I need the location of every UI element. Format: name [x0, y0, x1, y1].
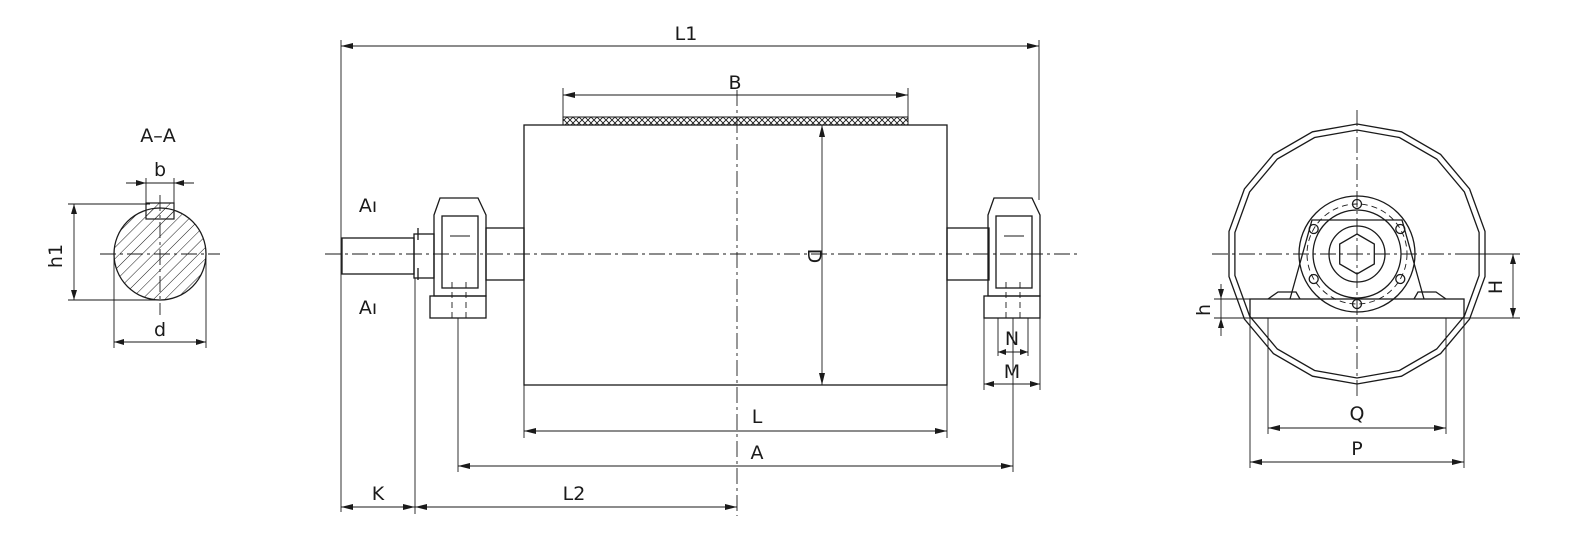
dim-L2-label: L2	[563, 483, 586, 505]
bolt-hole	[1395, 273, 1406, 285]
section-mark-bottom: Aı	[359, 297, 377, 319]
end-view: H h Q P	[1193, 110, 1520, 468]
bolt-hole	[1351, 298, 1363, 310]
dim-L-label: L	[752, 406, 763, 428]
lagging	[562, 116, 909, 126]
dim-P-label: P	[1351, 438, 1362, 460]
section-title: A–A	[140, 125, 176, 147]
dim-h-label: h	[1193, 304, 1215, 316]
dim-D-label: D	[803, 249, 825, 264]
dim-M-label: M	[1004, 361, 1020, 383]
dim-H-label: H	[1485, 280, 1507, 294]
dim-Q-label: Q	[1350, 403, 1365, 425]
dim-b-label: b	[154, 159, 166, 181]
dim-K-label: K	[372, 483, 385, 505]
left-bearing	[429, 197, 487, 319]
section-mark-top: Aı	[359, 195, 377, 217]
bolt-hole	[1308, 273, 1319, 285]
dim-A-label: A	[751, 442, 764, 464]
right-bearing	[983, 197, 1041, 319]
drum-body	[523, 124, 948, 386]
bolt-hole	[1351, 198, 1363, 210]
dim-L1-label: L1	[675, 23, 698, 45]
bolt-hole	[1395, 223, 1406, 235]
section-view: A–A b h1 d	[45, 125, 220, 348]
bolt-hole	[1308, 223, 1319, 235]
dim-d-label: d	[154, 319, 166, 341]
drum-outline	[1228, 123, 1486, 385]
main-view: L1 B D L A K L2	[325, 23, 1080, 516]
dim-h1-label: h1	[45, 244, 67, 268]
dim-N-label: N	[1005, 328, 1019, 350]
dim-B-label: B	[728, 72, 741, 94]
